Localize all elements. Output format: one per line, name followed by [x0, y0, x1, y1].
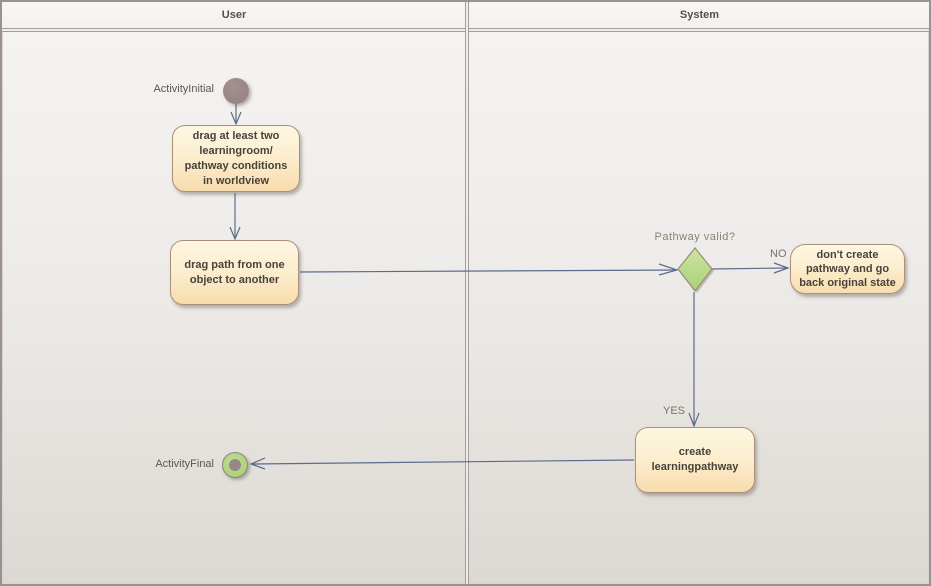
activity-initial-label: ActivityInitial [153, 83, 214, 95]
activity-final-node[interactable] [222, 452, 248, 478]
edge-decision-to-dont-create[interactable] [711, 262, 790, 274]
swimlane-system-label: System [679, 9, 720, 21]
edge-decision-to-create[interactable] [688, 292, 700, 428]
edge-create-to-final[interactable] [249, 457, 635, 470]
swimlane-vertical-divider [465, 2, 469, 584]
action-dont-create-pathway[interactable]: don't create pathway and go back origina… [790, 244, 905, 294]
edge-drag-path-to-decision[interactable] [299, 263, 680, 276]
swimlane-header-system[interactable]: System [470, 2, 929, 28]
decision-diamond[interactable] [677, 247, 714, 293]
action-create-learningpathway[interactable]: create learningpathway [635, 427, 755, 493]
edge-initial-to-drag-conditions[interactable] [230, 104, 242, 126]
action-drag-path[interactable]: drag path from one object to another [170, 240, 299, 305]
edge-label-no: NO [770, 248, 787, 260]
edge-drag-conditions-to-drag-path[interactable] [229, 193, 241, 241]
activity-initial-node[interactable] [223, 78, 249, 104]
activity-final-inner-dot [229, 459, 241, 471]
swimlane-header-user[interactable]: User [2, 2, 466, 28]
decision-label: Pathway valid? [654, 231, 736, 243]
edge-label-yes: YES [663, 405, 686, 417]
action-drag-conditions[interactable]: drag at least two learningroom/ pathway … [172, 125, 300, 192]
activity-final-label: ActivityFinal [155, 458, 214, 470]
swimlane-user-label: User [221, 9, 247, 21]
